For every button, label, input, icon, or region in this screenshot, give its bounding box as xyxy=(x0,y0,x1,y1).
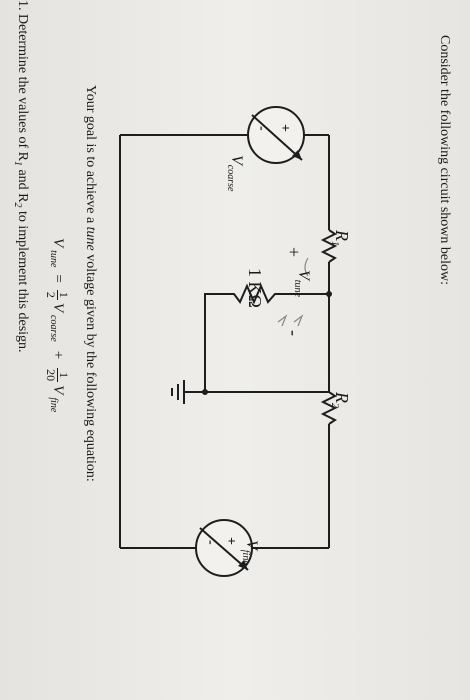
v-fine-plus: + xyxy=(223,537,238,545)
r2-label: R2 xyxy=(329,392,352,408)
v-coarse-label: Vcoarse xyxy=(225,155,245,192)
v-coarse-source xyxy=(247,106,305,164)
v-tune-minus: - xyxy=(284,330,304,336)
v-fine-source xyxy=(195,519,253,577)
resistor-value-label: 1 KΩ xyxy=(245,268,265,308)
v-coarse-plus: + xyxy=(277,124,292,132)
load-resistor xyxy=(204,283,329,392)
handwritten-arrows xyxy=(277,257,309,327)
v-fine-minus: - xyxy=(203,540,218,545)
r1-resistor xyxy=(320,229,338,263)
ground-symbol xyxy=(171,380,185,404)
question-text: 1. Determine the values of R1 and R2 to … xyxy=(12,0,30,353)
v-tune-label: Vtune xyxy=(292,270,312,297)
v-coarse-minus: - xyxy=(254,126,269,131)
v-fine-label: Vfine xyxy=(240,540,260,565)
r1-label: R1 xyxy=(329,230,352,246)
r2-resistor xyxy=(320,391,338,425)
goal-text: Your goal is to achieve a tune voltage g… xyxy=(83,85,98,482)
v-tune-plus: + xyxy=(284,247,304,258)
